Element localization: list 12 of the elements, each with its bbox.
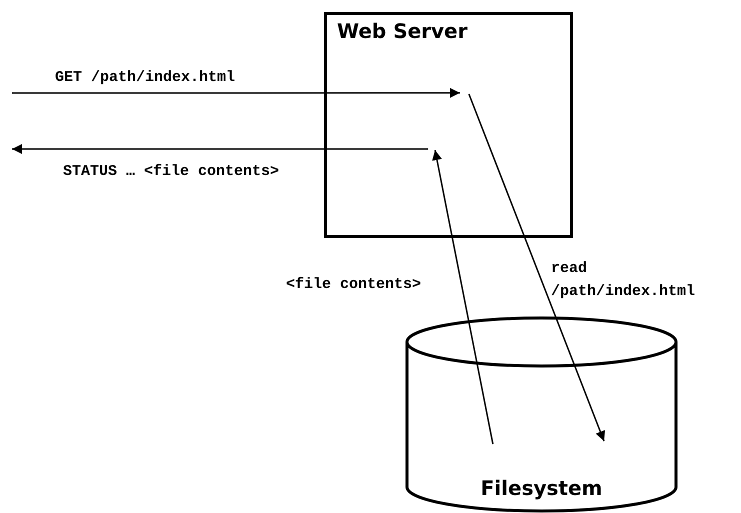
node-title: Filesystem [480,476,602,500]
server-box [324,12,573,238]
edge-label: GET /path/index.html [55,68,236,88]
node-title: Web Server [337,19,468,43]
arrow [12,88,460,98]
arrow [12,144,428,154]
storage-cylinder [405,316,678,513]
arrow [468,94,606,442]
arrow [432,150,494,444]
edge-label: <file contents> [286,275,422,295]
edge-label: STATUS … <file contents> [63,162,280,182]
edge-label: read /path/index.html [551,259,696,302]
